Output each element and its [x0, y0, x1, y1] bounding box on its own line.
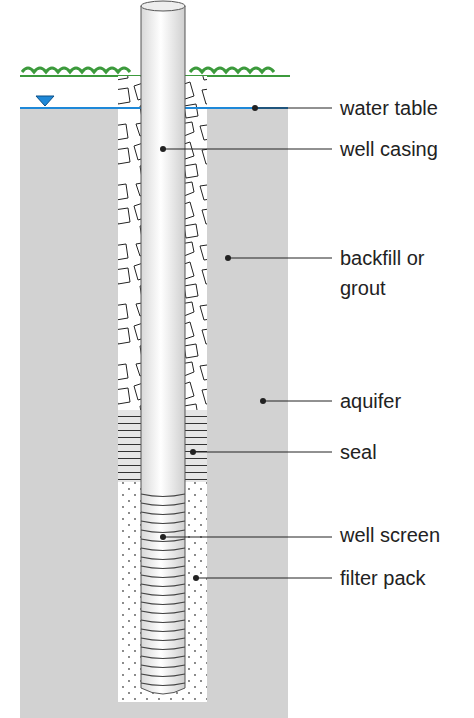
screen-slot [141, 629, 185, 632]
screen-slot [141, 584, 185, 587]
leader-dot [252, 105, 258, 111]
well-casing [141, 6, 185, 694]
screen-slot [141, 521, 185, 524]
part-label: water table [340, 93, 474, 123]
screen-slot [141, 530, 185, 533]
leader-line [263, 401, 332, 402]
part-label: aquifer [340, 386, 474, 416]
screen-slot [141, 638, 185, 641]
water-table-symbol [36, 96, 54, 106]
leader-line [163, 149, 332, 150]
leader-line [193, 452, 332, 453]
leader-line [163, 537, 332, 538]
screen-slot [141, 557, 185, 560]
leader-dot [190, 449, 196, 455]
screen-slot [141, 611, 185, 614]
leader-dot [225, 255, 231, 261]
part-label: filter pack [340, 563, 474, 593]
leader-line [228, 258, 332, 259]
screen-slot [141, 593, 185, 596]
screen-slot [141, 503, 185, 506]
screen-slot [141, 620, 185, 623]
part-label: seal [340, 437, 474, 467]
leader-dot [160, 146, 166, 152]
screen-slot [141, 566, 185, 569]
well-screen [141, 494, 185, 686]
casing-top [141, 1, 185, 11]
screen-slot [141, 647, 185, 650]
leader-dot [160, 534, 166, 540]
leader-lines [160, 105, 332, 581]
part-label: well casing [340, 134, 474, 164]
screen-slot [141, 683, 185, 686]
screen-slot [141, 548, 185, 551]
leader-dot [260, 398, 266, 404]
leader-dot [193, 575, 199, 581]
leader-line [196, 578, 332, 579]
leader-line [255, 108, 332, 109]
screen-slot [141, 674, 185, 677]
screen-slot [141, 512, 185, 515]
screen-slot [141, 602, 185, 605]
part-label: well screen [340, 520, 474, 550]
screen-slot [141, 494, 185, 497]
screen-slot [141, 656, 185, 659]
screen-slot [141, 575, 185, 578]
screen-slot [141, 665, 185, 668]
part-label: backfill or grout [340, 243, 465, 303]
